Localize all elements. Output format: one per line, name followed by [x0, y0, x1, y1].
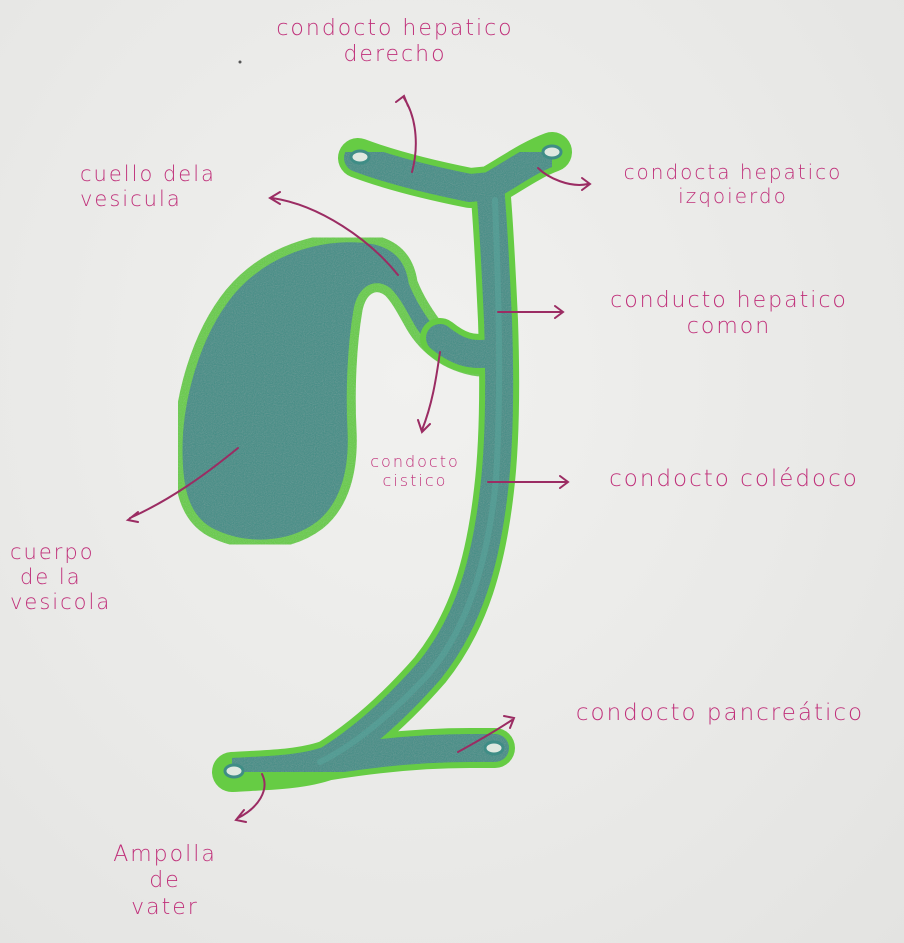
label-gallbladder-body-line3: vesicola: [10, 590, 160, 615]
label-ampulla-of-vater-line2: de: [90, 868, 240, 894]
label-cystic-duct-line2: cistico: [360, 471, 470, 490]
label-gallbladder-neck: cuello dela vesicula: [80, 162, 280, 212]
label-right-hepatic-duct-line1: condocto hepatico: [250, 16, 540, 42]
label-common-hepatic-duct-line2: comon: [574, 314, 884, 340]
left-hepatic-duct-end: [543, 146, 561, 158]
label-ampulla-of-vater-line1: Ampolla: [90, 842, 240, 868]
label-left-hepatic-duct-line2: izqoierdo: [598, 184, 868, 208]
label-right-hepatic-duct: condocto hepatico derecho: [250, 16, 540, 69]
pointer-cystic: [418, 352, 440, 432]
label-cystic-duct: condocto cistico: [360, 452, 470, 490]
label-pancreatic-duct-line1: condocto pancreático: [540, 700, 900, 728]
label-common-bile-duct: condocto colédoco: [584, 466, 884, 494]
label-right-hepatic-duct-line2: derecho: [250, 42, 540, 68]
label-left-hepatic-duct-line1: condocta hepatico: [598, 160, 868, 184]
pancreatic-duct-end: [485, 742, 503, 754]
label-ampulla-of-vater: Ampolla de vater: [90, 842, 240, 921]
label-gallbladder-body-line2: de la: [10, 565, 160, 590]
ampulla-end: [225, 765, 243, 777]
label-cystic-duct-line1: condocto: [360, 452, 470, 471]
label-pancreatic-duct: condocto pancreático: [540, 700, 900, 728]
gallbladder-body: [178, 238, 482, 544]
label-gallbladder-neck-line2: vesicula: [80, 187, 280, 212]
gallbladder: [178, 238, 482, 544]
label-common-hepatic-duct-line1: conducto hepatico: [574, 288, 884, 314]
label-left-hepatic-duct: condocta hepatico izqoierdo: [598, 160, 868, 208]
label-common-hepatic-duct: conducto hepatico comon: [574, 288, 884, 341]
pencil-dot: [239, 61, 242, 64]
label-common-bile-duct-line1: condocto colédoco: [584, 466, 884, 494]
right-hepatic-duct-end: [351, 151, 369, 163]
label-gallbladder-neck-line1: cuello dela: [80, 162, 280, 187]
label-ampulla-of-vater-line3: vater: [90, 895, 240, 921]
label-gallbladder-body-line1: cuerpo: [10, 540, 160, 565]
label-gallbladder-body: cuerpo de la vesicola: [10, 540, 160, 616]
